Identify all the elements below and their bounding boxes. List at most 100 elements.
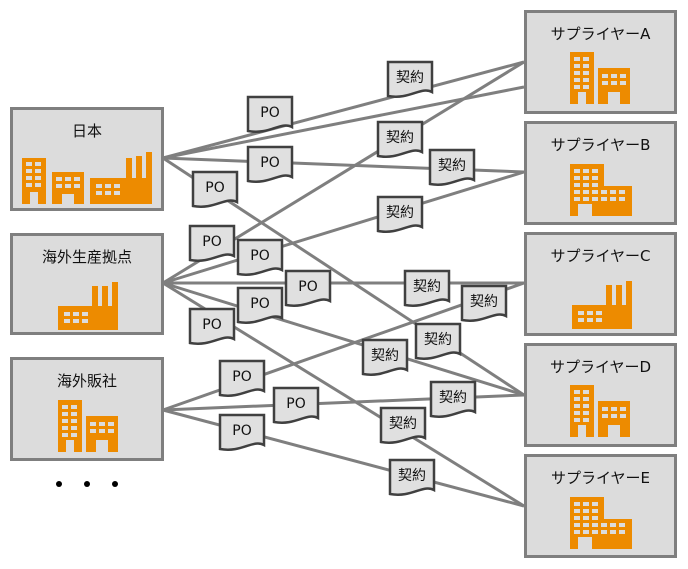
contract-document-icon: 契約	[403, 269, 451, 307]
connection-line-japan-to-A	[162, 60, 525, 160]
contract-document-icon: 契約	[460, 284, 508, 322]
contract-document-icon-label: 契約	[470, 294, 498, 310]
purchase-order-document-icon-shape	[188, 224, 236, 262]
ellipsis-dot	[112, 481, 118, 487]
purchase-order-document-icon-shape	[218, 359, 266, 397]
purchase-order-document-icon-label: PO	[298, 279, 317, 295]
purchase-order-document-icon-shape	[236, 238, 284, 276]
contract-document-icon-label: 契約	[438, 158, 466, 174]
factory-icon	[572, 281, 632, 329]
ellipsis-dot	[56, 481, 62, 487]
ellipsis-dot	[84, 481, 90, 487]
purchase-order-document-icon-label: PO	[250, 248, 269, 264]
connection-line-overseas-production-to-D	[162, 281, 525, 397]
office-buildings-icon	[570, 52, 630, 104]
supplier-label-a: サプライヤーA	[550, 25, 651, 43]
purchase-order-document-icon: PO	[191, 170, 239, 208]
contract-document-icon-shape	[403, 269, 451, 307]
supplier-node-a[interactable]: サプライヤーA	[524, 10, 677, 114]
purchase-order-document-icon-label: PO	[260, 155, 279, 171]
contract-document-icon: 契約	[379, 406, 427, 444]
office-complex-icon	[570, 164, 632, 216]
office-complex-icon	[570, 497, 632, 549]
supplier-label-d: サプライヤーD	[549, 358, 652, 376]
contract-document-icon-label: 契約	[386, 205, 414, 221]
purchase-order-document-icon: PO	[188, 224, 236, 262]
purchase-order-document-icon-label: PO	[202, 234, 221, 250]
contract-document-icon-label: 契約	[413, 279, 441, 295]
contract-document-icon-shape	[414, 322, 462, 360]
purchase-order-document-icon-shape	[272, 386, 320, 424]
contract-document-icon: 契約	[429, 380, 477, 418]
purchase-order-document-icon: PO	[218, 413, 266, 451]
contract-document-icon-label: 契約	[389, 416, 417, 432]
contract-document-icon-label: 契約	[396, 70, 424, 86]
contract-document-icon: 契約	[376, 120, 424, 158]
office-building-short-icon	[598, 68, 630, 104]
contract-document-icon-label: 契約	[386, 130, 414, 146]
contract-document-icon-shape	[460, 284, 508, 322]
purchase-order-document-icon: PO	[246, 95, 294, 133]
buyer-label-overseas-sales: 海外販社	[56, 372, 117, 390]
purchase-order-document-icon-label: PO	[205, 180, 224, 196]
buyer-label-overseas-production: 海外生産拠点	[41, 248, 132, 266]
contract-document-icon: 契約	[386, 60, 434, 98]
purchase-order-document-icon-label: PO	[260, 105, 279, 121]
purchase-order-document-icon: PO	[188, 307, 236, 345]
buyer-node-overseas-sales[interactable]: 海外販社	[10, 357, 164, 461]
connection-line-overseas-production-to-B	[162, 170, 525, 285]
buyer-node-overseas-production[interactable]: 海外生産拠点	[10, 233, 164, 335]
supplier-label-e: サプライヤーE	[550, 469, 651, 487]
office-building-short-icon	[598, 401, 630, 437]
supplier-label-b: サプライヤーB	[550, 136, 651, 154]
supplier-node-e[interactable]: サプライヤーE	[524, 454, 677, 558]
office-building-tall-icon	[570, 52, 594, 104]
purchase-order-document-icon-shape	[246, 145, 294, 183]
purchase-order-document-icon-shape	[236, 286, 284, 324]
supplier-node-d[interactable]: サプライヤーD	[524, 343, 677, 447]
purchase-order-document-icon-shape	[284, 269, 332, 307]
purchase-order-document-icon: PO	[284, 269, 332, 307]
contract-document-icon-shape	[361, 338, 409, 376]
contract-document-icon: 契約	[361, 338, 409, 376]
contract-document-icon-shape	[379, 406, 427, 444]
connection-line-overseas-sales-to-E	[162, 408, 525, 508]
supplier-node-b[interactable]: サプライヤーB	[524, 121, 677, 225]
purchase-order-document-icon-label: PO	[232, 369, 251, 385]
purchase-order-document-icon: PO	[246, 145, 294, 183]
contract-document-icon-label: 契約	[424, 332, 452, 348]
factory-icon	[58, 282, 118, 330]
purchase-order-document-icon-label: PO	[250, 296, 269, 312]
contract-document-icon: 契約	[388, 458, 436, 496]
office-building-tall-icon	[58, 400, 82, 452]
office-buildings-icon	[570, 385, 630, 437]
contract-document-icon-shape	[428, 148, 476, 186]
purchase-order-document-icon: PO	[236, 238, 284, 276]
purchase-order-document-icon-shape	[188, 307, 236, 345]
contract-document-icon-shape	[376, 120, 424, 158]
buyer-node-japan[interactable]: 日本	[10, 107, 164, 211]
contract-document-icon-label: 契約	[439, 390, 467, 406]
purchase-order-document-icon: PO	[236, 286, 284, 324]
contract-document-icon-shape	[429, 380, 477, 418]
contract-document-icon-shape	[386, 60, 434, 98]
supplier-node-c[interactable]: サプライヤーC	[524, 232, 677, 336]
supplier-label-c: サプライヤーC	[550, 247, 651, 265]
purchase-order-document-icon-label: PO	[202, 317, 221, 333]
office-building-short-icon	[86, 416, 118, 452]
factory-icon	[90, 152, 152, 204]
office-building-tall-icon	[22, 158, 46, 204]
purchase-order-document-icon-label: PO	[286, 396, 305, 412]
contract-document-icon-label: 契約	[371, 348, 399, 364]
contract-document-icon: 契約	[376, 195, 424, 233]
office-buildings-icon	[58, 400, 118, 452]
purchase-order-document-icon: PO	[272, 386, 320, 424]
purchase-order-document-icon: PO	[218, 359, 266, 397]
contract-document-icon: 契約	[414, 322, 462, 360]
buyer-label-japan: 日本	[71, 122, 102, 140]
connection-line-japan-to-A	[162, 85, 525, 160]
purchase-order-document-icon-shape	[218, 413, 266, 451]
purchase-order-document-icon-label: PO	[232, 423, 251, 439]
contract-document-icon-shape	[388, 458, 436, 496]
